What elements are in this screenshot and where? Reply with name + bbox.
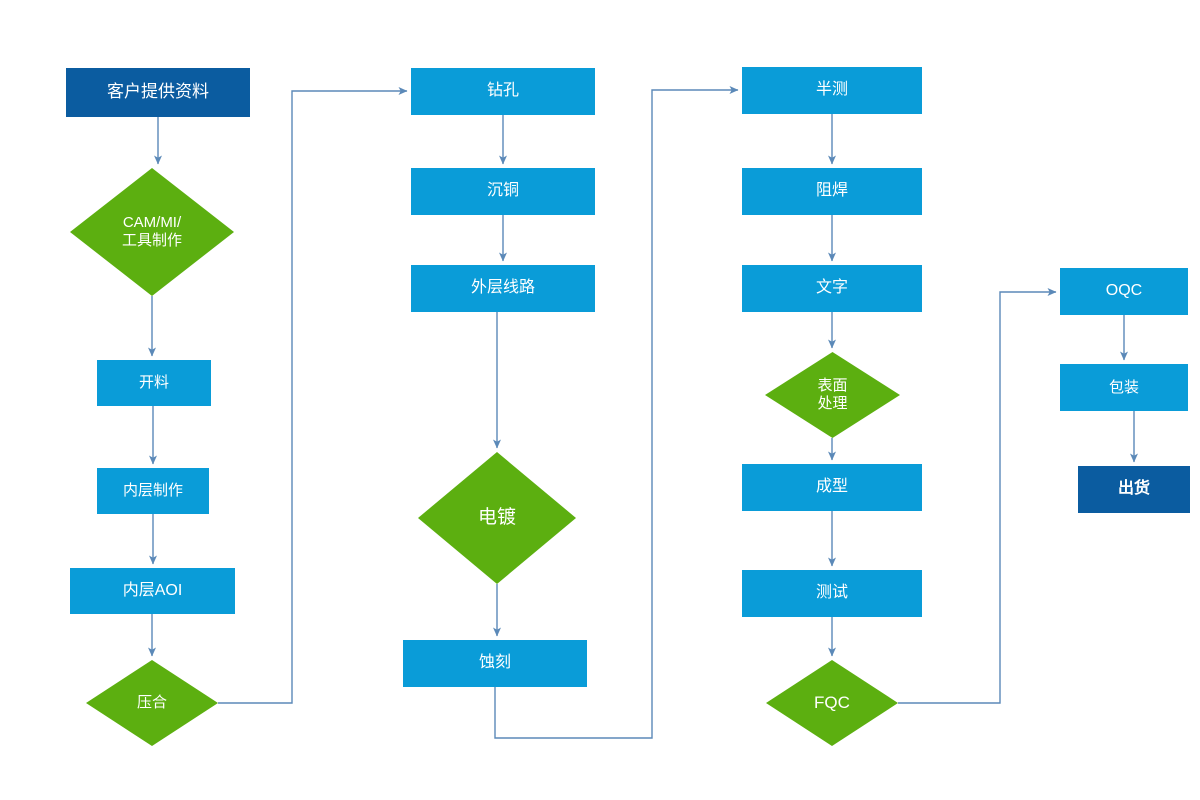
flow-node-label: 开料 xyxy=(138,374,169,392)
flow-node-n8[interactable]: 沉铜 xyxy=(411,168,595,215)
flow-node-n13[interactable]: 阻焊 xyxy=(742,168,922,215)
flow-node-label: 外层线路 xyxy=(470,279,535,297)
flow-node-n20[interactable]: 包装 xyxy=(1060,364,1188,411)
flow-node-n16[interactable]: 成型 xyxy=(742,464,922,511)
flow-node-label: 出货 xyxy=(1117,480,1150,498)
flow-node-label: 客户提供资料 xyxy=(107,82,209,102)
diamond-shape xyxy=(765,352,900,438)
flow-node-label: 成型 xyxy=(815,478,848,496)
flow-node-n5[interactable]: 内层AOI xyxy=(70,568,235,614)
flow-node-n10[interactable]: 电镀 xyxy=(418,452,576,584)
flow-node-n11[interactable]: 蚀刻 xyxy=(403,640,587,687)
diamond-shape xyxy=(70,168,234,296)
flow-node-label: 内层AOI xyxy=(122,581,183,599)
flow-node-n2[interactable]: CAM/MI/ 工具制作 xyxy=(70,168,234,296)
flow-node-label: 钻孔 xyxy=(486,82,519,100)
flow-node-n21[interactable]: 出货 xyxy=(1078,466,1190,513)
flow-node-n7[interactable]: 钻孔 xyxy=(411,68,595,115)
flow-node-n14[interactable]: 文字 xyxy=(742,265,922,312)
flow-node-n15[interactable]: 表面 处理 xyxy=(765,352,900,438)
flow-node-label: 内层制作 xyxy=(122,482,183,500)
flow-node-n17[interactable]: 测试 xyxy=(742,570,922,617)
flow-node-n9[interactable]: 外层线路 xyxy=(411,265,595,312)
diamond-shape xyxy=(86,660,218,746)
flow-node-n12[interactable]: 半测 xyxy=(742,67,922,114)
flow-node-label: 测试 xyxy=(815,584,848,602)
flow-node-label: 文字 xyxy=(815,279,848,297)
diamond-shape xyxy=(766,660,898,746)
flow-node-label: 阻焊 xyxy=(815,182,848,200)
diamond-shape xyxy=(418,452,576,584)
flow-node-label: 蚀刻 xyxy=(478,654,511,672)
flow-node-label: 沉铜 xyxy=(486,182,519,200)
flow-node-label: 半测 xyxy=(815,81,848,99)
flow-node-n19[interactable]: OQC xyxy=(1060,268,1188,315)
flow-node-n4[interactable]: 内层制作 xyxy=(97,468,209,514)
flow-node-label: OQC xyxy=(1105,282,1143,300)
flow-node-n1[interactable]: 客户提供资料 xyxy=(66,68,250,117)
flow-node-n6[interactable]: 压合 xyxy=(86,660,218,746)
edge-n6-n7 xyxy=(218,87,408,704)
flow-node-label: 包装 xyxy=(1108,378,1139,396)
flow-node-n18[interactable]: FQC xyxy=(766,660,898,746)
flow-node-n3[interactable]: 开料 xyxy=(97,360,211,406)
